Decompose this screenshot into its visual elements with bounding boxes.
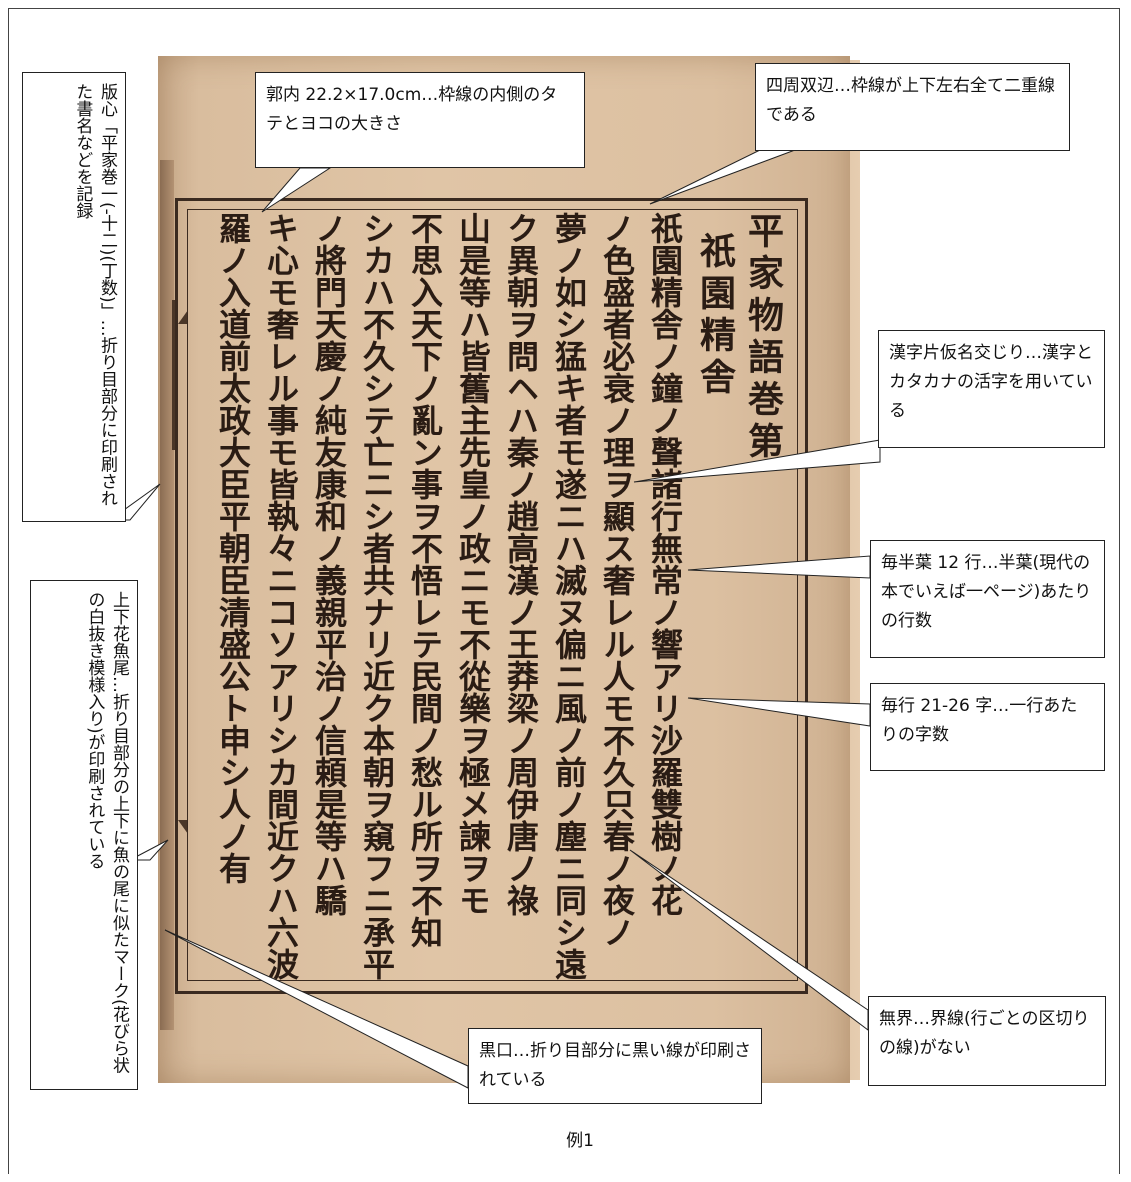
leader-shishu — [649, 149, 796, 205]
leader-gyosu — [687, 555, 871, 579]
inner-frame-line — [187, 209, 798, 981]
leader-gyobi — [129, 839, 169, 861]
text-column: 夢ノ如シ猛キ者モ遂ニハ滅ヌ偏ニ風ノ前ノ塵ニ同シ遠 — [550, 212, 588, 980]
callout-kanji: 漢字片仮名交じり…漢字とカタカナの活字を用いている — [878, 330, 1105, 448]
text-column: ク異朝ヲ問ヘハ秦ノ趙高漢ノ王莽梁ノ周伊唐ノ祿 — [502, 212, 540, 916]
figure-frame — [8, 8, 1120, 1174]
lower-fishtail-mark — [168, 820, 188, 834]
callout-gyobi: 上下花魚尾…折り目部分の上下に魚の尾に似たマーク(花びら状の白抜き模様入り)が印… — [30, 580, 138, 1090]
upper-fishtail-mark — [168, 310, 188, 324]
text-column: 山是等ハ皆舊主先皇ノ政ニモ不從樂ヲ極メ諫ヲモ — [454, 212, 492, 916]
callout-hanshin: 版心「平家巻一(-十二)(丁数)」…折り目部分に印刷された書名などを記録 — [22, 72, 126, 522]
text-column: ノ色盛者必衰ノ理ヲ顯ス奢レル人モ不久只春ノ夜ノ — [598, 212, 636, 948]
leader-mukai — [629, 849, 869, 1032]
leader-jisu — [687, 697, 871, 727]
outer-frame-line — [175, 198, 808, 994]
text-column: 不思入天下ノ亂ン事ヲ不悟レテ民間ノ愁ル所ヲ不知 — [406, 212, 444, 948]
leader-kakunai — [261, 167, 332, 213]
figure-caption: 例1 — [566, 1131, 594, 1151]
text-column: シカハ不久シテ亡ニシ者共ナリ近ク本朝ヲ窺フニ承平 — [358, 212, 396, 980]
text-column: キ心モ奢レル事モ皆執々ニコソアリシカ間近クハ六波 — [262, 212, 300, 980]
text-column: 羅ノ入道前太政大臣平朝臣清盛公ト申シ人ノ有 — [214, 212, 252, 884]
callout-kakunai: 郭内 22.2×17.0cm…枠線の内側のタテとヨコの大きさ — [255, 72, 585, 168]
text-column: 祇園精舎ノ鐘ノ聲諸行無常ノ響アリ沙羅雙樹ノ花 — [646, 212, 684, 916]
text-column: 平家物語巻第 — [742, 212, 784, 464]
text-column: ノ將門天慶ノ純友康和ノ義親平治ノ信頼是等ハ驕 — [310, 212, 348, 916]
callout-gyosu: 毎半葉 12 行…半葉(現代の本でいえば一ページ)あたりの行数 — [870, 540, 1105, 658]
callout-jisu: 毎行 21-26 字…一行あたりの字数 — [870, 683, 1105, 771]
callout-mukai: 無界…界線(行ごとの区切りの線)がない — [868, 996, 1106, 1086]
text-column: 祇園精舎 — [694, 232, 736, 400]
page-fold — [160, 160, 174, 1030]
callout-shishu: 四周双辺…枠線が上下左右全て二重線である — [755, 63, 1070, 151]
leader-kokko — [164, 929, 469, 1089]
leader-kanji — [633, 439, 881, 483]
callout-kokko: 黒口…折り目部分に黒い線が印刷されている — [468, 1028, 762, 1104]
